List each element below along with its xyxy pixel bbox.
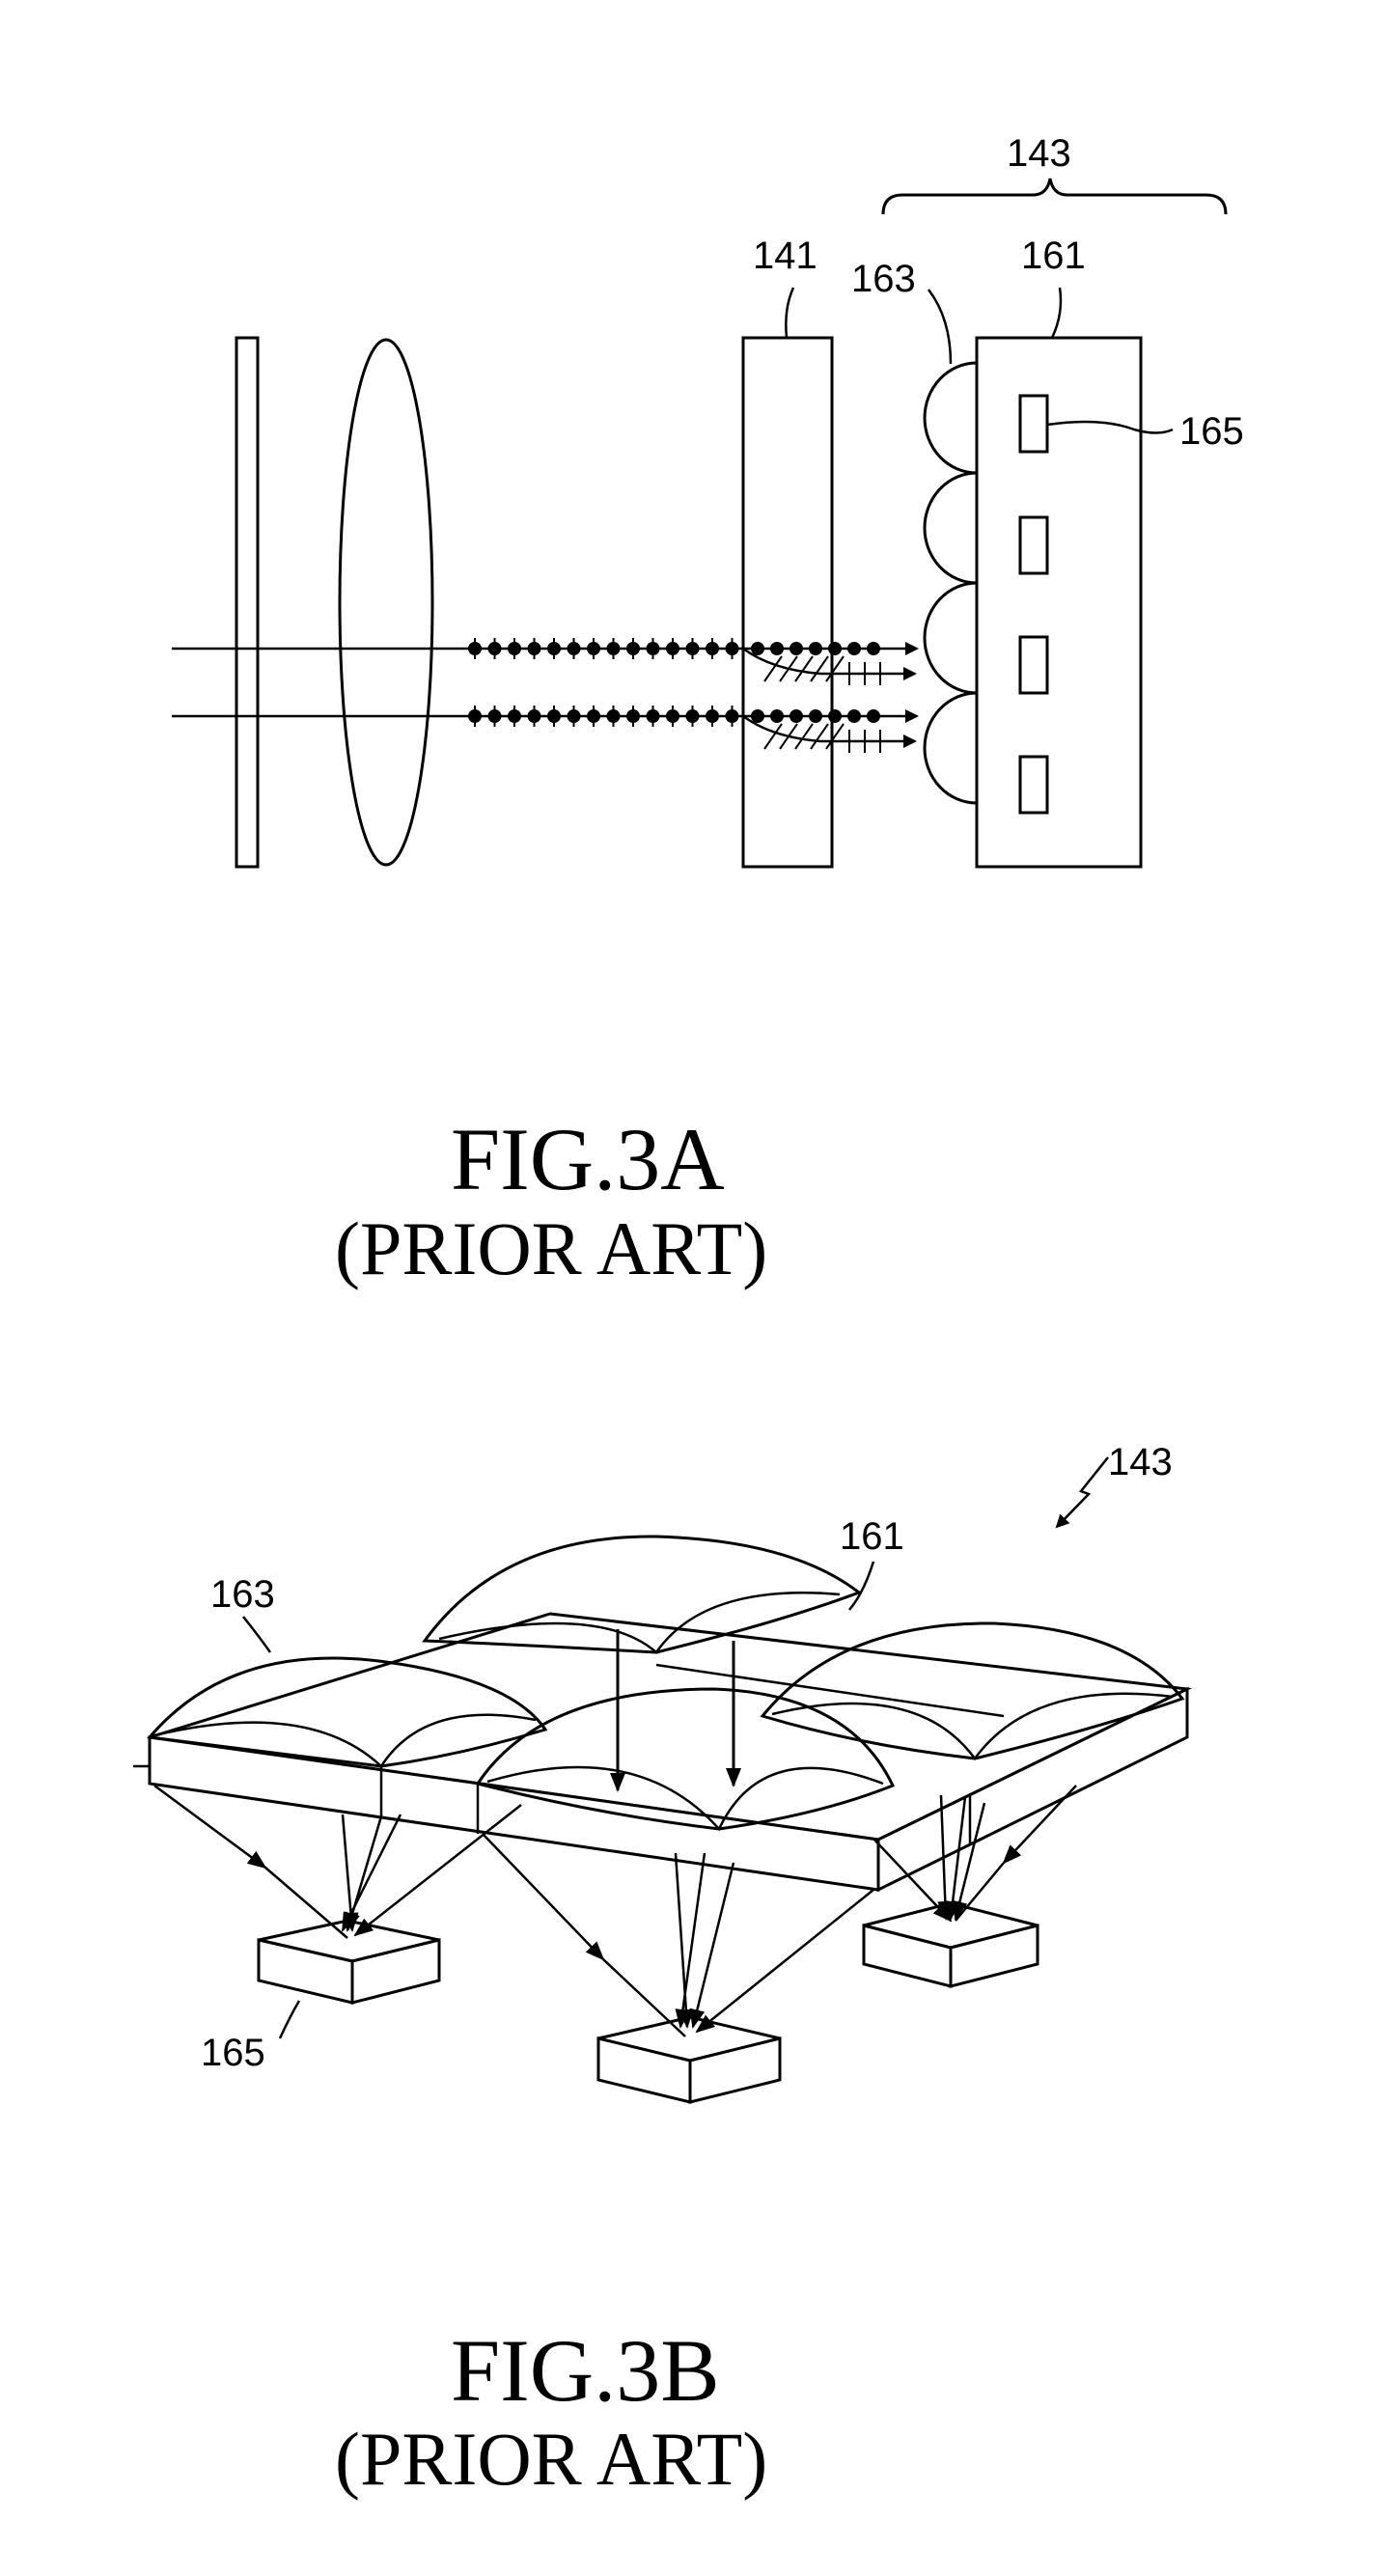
leader-161 xyxy=(1052,288,1061,338)
label-165-b: 165 xyxy=(201,2032,265,2074)
polarization-dot xyxy=(751,709,764,723)
polarization-dot xyxy=(828,709,842,723)
filter-141 xyxy=(743,338,832,867)
polarization-dot xyxy=(867,709,880,723)
photodiode xyxy=(1020,637,1047,693)
thin-plate xyxy=(236,338,258,867)
polarization-dot xyxy=(751,642,764,655)
fig-3a: 143 141 161 163 165 FIG.3A (PRIOR ART) xyxy=(172,132,1244,1290)
leader-161-b xyxy=(849,1562,873,1610)
polarization-dot xyxy=(770,709,784,723)
photodiode-block xyxy=(598,2017,780,2102)
leader-163-b xyxy=(243,1617,270,1652)
label-143-a: 143 xyxy=(1007,132,1071,175)
label-165-a: 165 xyxy=(1179,410,1244,453)
polarization-dot xyxy=(770,642,784,655)
label-143-b: 143 xyxy=(1108,1441,1173,1483)
label-163-a: 163 xyxy=(851,258,916,300)
microlens xyxy=(925,583,977,693)
label-141: 141 xyxy=(753,235,817,277)
photodiode xyxy=(1020,517,1047,573)
polarization-dot xyxy=(828,642,842,655)
polarization-dot xyxy=(809,642,822,655)
polarization-dot xyxy=(789,709,803,723)
lens xyxy=(340,340,432,865)
polarized-light-rays xyxy=(468,638,917,753)
polarization-dot xyxy=(867,642,880,655)
polarization-dot xyxy=(789,642,803,655)
subcaption-fig3a: (PRIOR ART) xyxy=(335,1206,767,1290)
caption-fig3b: FIG.3B xyxy=(451,2321,720,2420)
microlens xyxy=(925,363,977,473)
microlens xyxy=(925,473,977,583)
label-161-b: 161 xyxy=(840,1515,904,1558)
sensor-substrate-161 xyxy=(977,338,1141,867)
zigzag-leader-143 xyxy=(1057,1457,1108,1527)
photodiode xyxy=(1020,396,1047,452)
photodiode xyxy=(1020,757,1047,813)
microlens xyxy=(925,693,977,803)
caption-fig3a: FIG.3A xyxy=(451,1110,725,1208)
fig-3b: 143 163 161 xyxy=(133,1441,1187,2501)
label-161-a: 161 xyxy=(1021,235,1086,277)
photodiode-block xyxy=(259,1921,439,2003)
polarization-dot xyxy=(847,642,861,655)
leader-141 xyxy=(786,288,793,338)
subcaption-fig3b: (PRIOR ART) xyxy=(335,2417,767,2501)
leader-165-b xyxy=(280,2001,299,2038)
polarization-dot xyxy=(847,709,861,723)
brace-143 xyxy=(883,179,1226,214)
polarization-dot xyxy=(809,709,822,723)
label-163-b: 163 xyxy=(210,1573,275,1616)
leader-163 xyxy=(928,290,951,364)
